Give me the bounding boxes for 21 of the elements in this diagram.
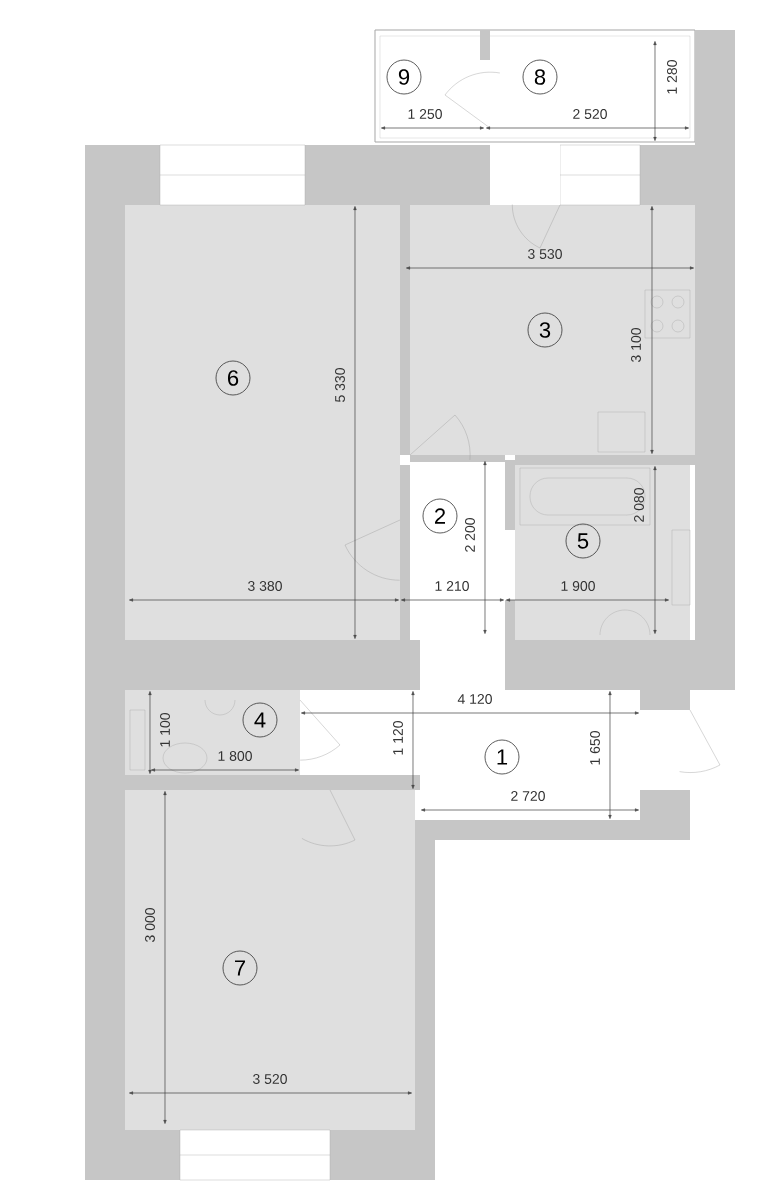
dimension-label: 1 120	[393, 721, 403, 755]
dimension-label: 3 520	[253, 1074, 287, 1084]
dimension-label: 1 280	[667, 60, 677, 94]
room-number: 2	[422, 498, 458, 534]
room-number: 7	[222, 950, 258, 986]
room-number: 8	[522, 59, 558, 95]
dimension-label: 2 720	[511, 791, 545, 801]
dimension-label: 3 380	[248, 581, 282, 591]
room-number: 6	[215, 360, 251, 396]
dimension-label: 5 330	[335, 368, 345, 402]
room-number: 3	[527, 312, 563, 348]
room-number: 4	[242, 702, 278, 738]
room-number: 9	[386, 59, 422, 95]
room-number: 1	[484, 739, 520, 775]
dimension-label: 1 900	[561, 581, 595, 591]
room-number: 5	[565, 523, 601, 559]
dimension-label: 1 650	[590, 731, 600, 765]
dimension-label: 3 000	[145, 908, 155, 942]
dimension-label: 3 100	[631, 328, 641, 362]
dimension-label: 1 210	[435, 581, 469, 591]
dimension-label: 1 100	[160, 713, 170, 747]
